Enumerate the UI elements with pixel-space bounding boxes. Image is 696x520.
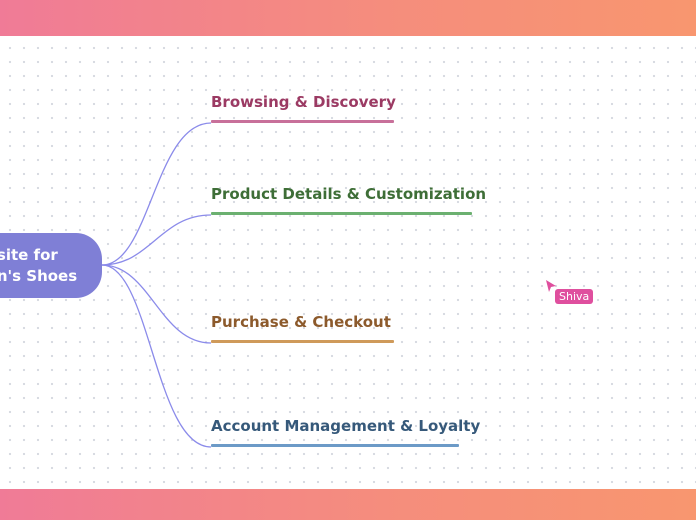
branch-node-account[interactable]: Account Management & Loyalty bbox=[211, 416, 480, 447]
branch-label: Purchase & Checkout bbox=[211, 313, 391, 331]
collaborator-name-tag: Shiva bbox=[555, 289, 594, 304]
branch-underline bbox=[211, 444, 459, 447]
branch-underline bbox=[211, 212, 472, 215]
connector-browsing bbox=[101, 122, 212, 266]
root-node-label-line-2: nen's Shoes bbox=[0, 266, 78, 285]
branch-connectors bbox=[101, 122, 212, 448]
root-node-label-line-1: ebsite for bbox=[0, 245, 58, 264]
mindmap-canvas[interactable]: ebsite for nen's Shoes Browsing & Discov… bbox=[0, 36, 696, 489]
bottom-gradient-band bbox=[0, 489, 696, 520]
branch-node-browsing[interactable]: Browsing & Discovery bbox=[211, 92, 396, 123]
connector-product-details bbox=[101, 214, 212, 266]
branch-label: Account Management & Loyalty bbox=[211, 417, 481, 435]
branch-underline bbox=[211, 120, 394, 123]
branch-node-purchase[interactable]: Purchase & Checkout bbox=[211, 312, 394, 343]
branch-underline bbox=[211, 340, 394, 343]
branch-node-product-details[interactable]: Product Details & Customization bbox=[211, 184, 486, 215]
branch-label: Browsing & Discovery bbox=[211, 93, 396, 111]
connector-purchase bbox=[101, 264, 212, 344]
branch-label: Product Details & Customization bbox=[211, 185, 487, 203]
top-gradient-band bbox=[0, 0, 696, 36]
root-node[interactable]: ebsite for nen's Shoes bbox=[0, 233, 102, 298]
cursor-arrow-icon bbox=[546, 280, 556, 292]
connector-account bbox=[101, 264, 212, 448]
